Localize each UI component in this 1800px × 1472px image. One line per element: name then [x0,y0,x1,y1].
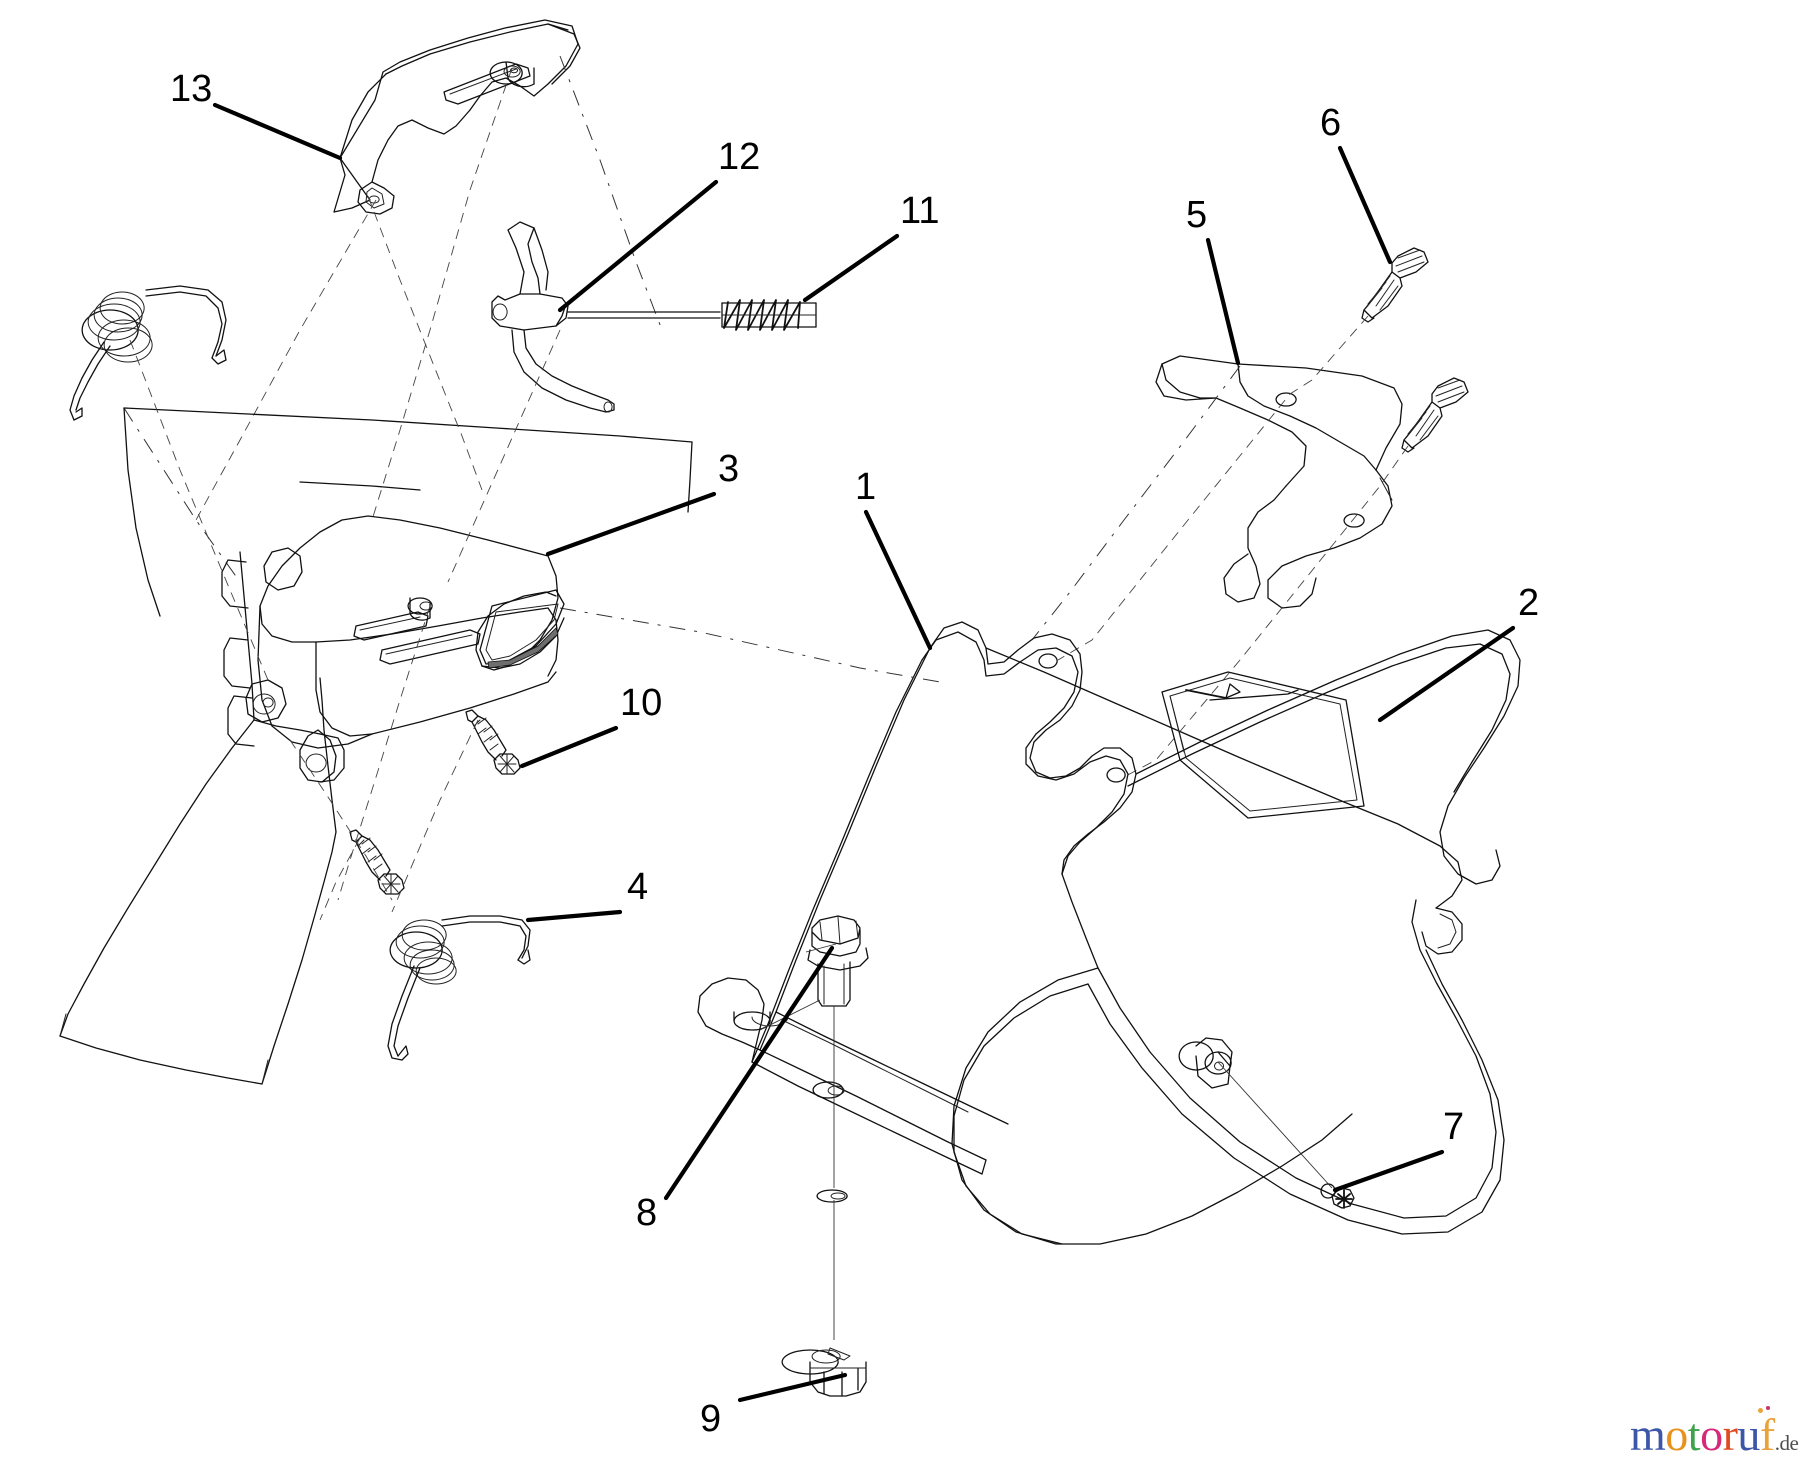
part-13-upper-bracket [333,19,581,215]
leader-12 [557,179,719,313]
part-2-discharge-shield [951,629,1521,1245]
watermark-letter-o2: o [1700,1409,1723,1460]
assembly-line-3b [289,739,393,901]
part-6-shoulder-bolt-2 [1401,377,1469,453]
watermark-dot-2 [1766,1406,1770,1410]
leader-2 [1377,625,1516,723]
callout-3: 3 [718,448,740,490]
part-8-hex-flange-bolt [807,915,869,1203]
leader-7 [1332,1149,1445,1193]
part-12-latch-lever [491,221,615,413]
assembly-line-3 [337,605,431,901]
callout-leaders [212,102,1516,1403]
watermark-dot-1 [1758,1408,1763,1413]
watermark-letter-u: u [1737,1409,1760,1460]
callout-1: 1 [855,466,877,508]
assembly-line-10a [391,719,479,913]
leader-1 [863,509,933,651]
part-10-screw-lower [349,829,405,895]
part-1-deck-mount-frame [697,621,1345,1175]
leader-10 [519,725,619,769]
callout-8: 8 [636,1192,658,1234]
callout-12: 12 [718,136,761,178]
assembly-line-10b [319,837,361,921]
callout-11: 11 [900,190,940,232]
watermark-motoruf: motoruf.de [1630,1409,1799,1460]
watermark-letter-o1: o [1665,1409,1688,1460]
watermark-letter-r: r [1722,1409,1738,1460]
part-5-retainer-plate [1155,355,1403,609]
left-deck-panel [59,407,693,1085]
part-10-screw-upper [465,709,521,775]
part-4-torsion-spring-lower [387,915,531,1061]
leader-3 [545,491,717,557]
leader-8 [663,945,835,1201]
leader-6 [1337,145,1393,265]
callout-10: 10 [620,682,663,724]
assembly-line-13a [371,67,513,521]
callout-9: 9 [700,1398,722,1440]
torsion-spring-upper [69,285,227,421]
leader-5 [1205,237,1241,366]
part-3-hinge-channel-bracket [257,515,565,749]
leader-9 [737,1372,848,1403]
watermark-letter-m: m [1630,1409,1666,1460]
callout-2: 2 [1518,582,1540,624]
watermark-suffix: .de [1774,1431,1799,1455]
spring-coils [721,299,817,331]
callout-4: 4 [627,866,649,908]
assembly-line-5 [1031,365,1241,641]
part-9-push-nut [781,1200,867,1397]
callout-13: 13 [170,68,213,110]
assembly-line-4 [129,339,269,681]
callout-5: 5 [1186,194,1208,236]
watermark-letter-f: f [1759,1409,1775,1460]
callout-6: 6 [1320,102,1342,144]
assembly-line-6b [1121,445,1409,779]
leader-4 [525,909,623,923]
assembly-line-11 [367,195,483,491]
part-11-compression-spring [567,299,817,331]
part-6-shoulder-bolt [1361,247,1429,323]
leader-11 [802,233,900,303]
leader-13 [212,102,343,161]
assembly-line-13b [195,199,377,521]
spring-coil-lower [389,919,457,985]
assembly-line-13c [559,55,663,331]
assembly-line-2 [559,607,941,683]
watermark-letter-t: t [1687,1409,1701,1460]
assembly-line-6a [1057,315,1369,661]
callout-7: 7 [1443,1106,1465,1148]
